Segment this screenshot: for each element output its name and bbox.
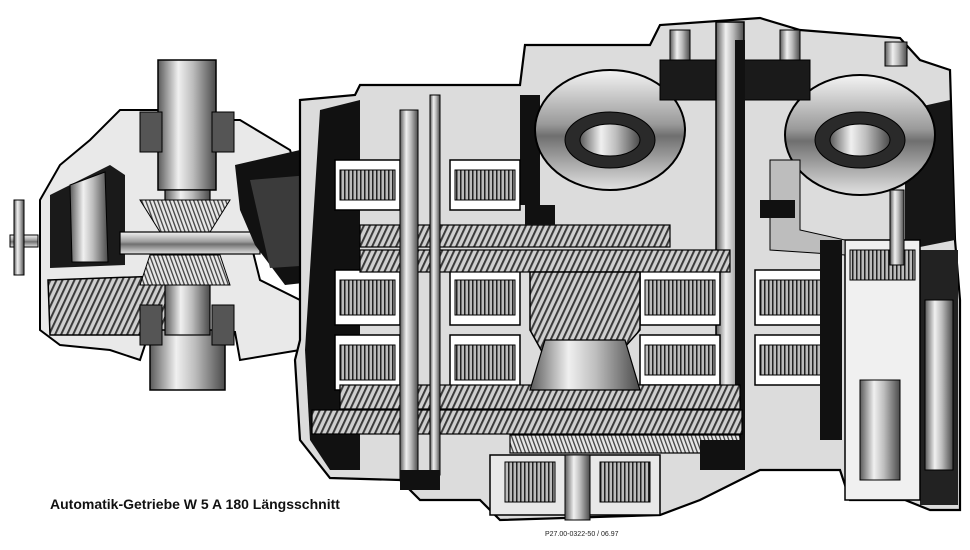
clutch-packs bbox=[334, 159, 831, 391]
gear-trains bbox=[311, 94, 743, 481]
reference-number: P27.00-0322-50 / 06.97 bbox=[545, 531, 619, 538]
differential-housing bbox=[9, 59, 330, 391]
figure-caption: Automatik-Getriebe W 5 A 180 Längsschnit… bbox=[50, 496, 340, 512]
oil-pump-assembly bbox=[769, 159, 954, 501]
housing-shadows bbox=[400, 200, 842, 490]
bottom-clutch bbox=[489, 454, 661, 521]
